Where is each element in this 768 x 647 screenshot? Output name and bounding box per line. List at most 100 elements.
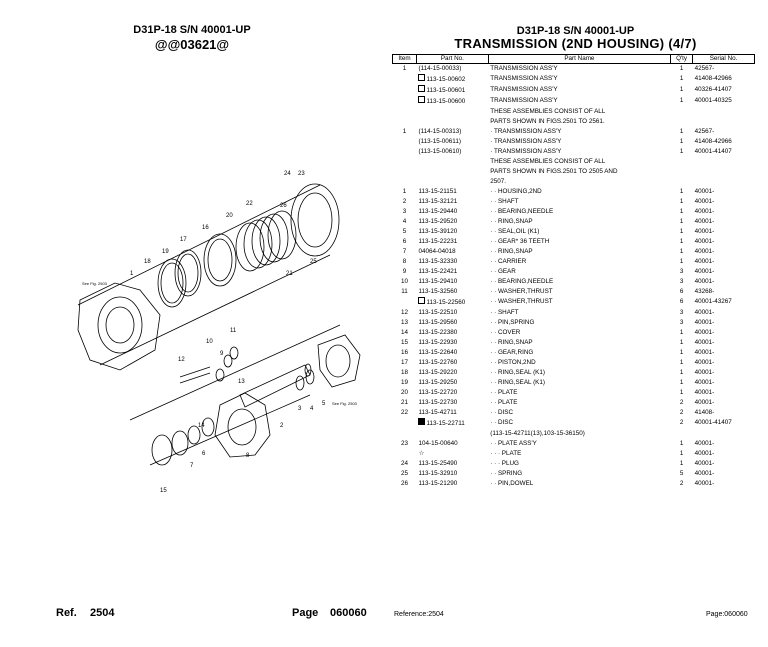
part-name-cell: 2507. bbox=[488, 177, 670, 187]
callout-17: 17 bbox=[180, 237, 187, 243]
serial-number-cell-text: 40001- bbox=[694, 268, 715, 275]
part-number-cell: 113-15-32121 bbox=[416, 197, 488, 207]
part-name-cell-text: · · WASHER,THRUST bbox=[490, 288, 553, 295]
part-number-cell: 113-15-32560 bbox=[416, 287, 488, 297]
quantity-cell: 3 bbox=[671, 318, 693, 328]
square-mark-icon bbox=[418, 85, 426, 92]
section-title: TRANSMISSION (2ND HOUSING) (4/7) bbox=[454, 36, 697, 51]
item-cell: 1 bbox=[393, 187, 417, 197]
quantity-cell bbox=[671, 177, 693, 187]
part-name-cell-text: TRANSMISSION ASS'Y bbox=[490, 65, 558, 72]
part-number-cell: (114-15-00313) bbox=[416, 127, 488, 137]
serial-number-cell: 40001- bbox=[693, 388, 755, 398]
item-cell: 8 bbox=[393, 257, 417, 267]
part-number-cell-text: 113-15-25490 bbox=[418, 460, 458, 467]
part-number-cell-text: 113-15-21151 bbox=[418, 188, 457, 195]
part-number-cell-text: 113-15-22711 bbox=[426, 420, 465, 427]
quantity-cell: 1 bbox=[671, 378, 693, 388]
serial-number-cell: 40001- bbox=[693, 247, 755, 257]
quantity-cell: 1 bbox=[671, 328, 693, 338]
part-name-cell-text: · · RING,SEAL (K1) bbox=[490, 379, 545, 386]
housing-drawing bbox=[77, 282, 161, 371]
quantity-cell: 1 bbox=[671, 197, 693, 207]
callout-8: 8 bbox=[246, 453, 250, 459]
quantity-cell-text: 1 bbox=[679, 228, 684, 235]
serial-number-cell-text: 43268- bbox=[694, 288, 715, 295]
quantity-cell-text: 6 bbox=[679, 288, 684, 295]
quantity-cell: 1 bbox=[671, 439, 693, 449]
serial-number-cell-text: 40001- bbox=[694, 339, 715, 346]
part-number-cell-text: 113-15-29410 bbox=[418, 278, 458, 285]
item-cell: 5 bbox=[393, 227, 417, 237]
part-number-cell-text: 113-15-32330 bbox=[418, 258, 458, 265]
serial-number-cell: 40001- bbox=[693, 358, 755, 368]
serial-number-cell: 40001- bbox=[693, 439, 755, 449]
quantity-cell-text: 1 bbox=[679, 198, 684, 205]
serial-number-cell-text: 40001-43267 bbox=[694, 298, 732, 305]
part-number-cell-text: (114-15-00313) bbox=[418, 128, 462, 135]
table-row: 2507. bbox=[393, 177, 755, 187]
item-cell: 14 bbox=[393, 328, 417, 338]
footer-ref-value: 2504 bbox=[90, 607, 115, 619]
item-cell-text: 16 bbox=[400, 349, 408, 356]
part-name-cell-text: (113-15-42711(13),103-15-36150) bbox=[490, 430, 585, 437]
quantity-cell-text: 1 bbox=[679, 65, 684, 72]
part-name-cell: TRANSMISSION ASS'Y bbox=[488, 64, 670, 75]
part-name-cell-text: · · COVER bbox=[490, 329, 521, 336]
callout-5: 5 bbox=[322, 401, 326, 407]
serial-number-cell: 40001- bbox=[693, 378, 755, 388]
quantity-cell: 5 bbox=[671, 469, 693, 479]
part-name-cell: PARTS SHOWN IN FIGS.2501 TO 2505 AND bbox=[488, 167, 670, 177]
quantity-cell: 3 bbox=[671, 308, 693, 318]
shaft-drawing bbox=[239, 364, 311, 408]
part-number-cell: 113-15-42711 bbox=[416, 408, 488, 418]
quantity-cell-text: 1 bbox=[679, 97, 684, 104]
part-name-cell-text: · · RING,SEAL (K1) bbox=[490, 369, 545, 376]
part-number-cell: 113-15-29440 bbox=[416, 207, 488, 217]
part-number-cell-text: 113-15-29220 bbox=[418, 369, 458, 376]
serial-number-cell: 42567- bbox=[693, 127, 755, 137]
item-cell-text: 23 bbox=[400, 440, 408, 447]
part-name-cell: · · SHAFT bbox=[488, 308, 670, 318]
part-name-cell: · · PLATE bbox=[488, 398, 670, 408]
serial-number-cell: 40001- bbox=[693, 469, 755, 479]
item-cell bbox=[393, 96, 417, 107]
part-name-cell-text: THESE ASSEMBLIES CONSIST OF ALL bbox=[490, 108, 606, 115]
table-row: (113-15-42711(13),103-15-36150) bbox=[393, 429, 755, 439]
quantity-cell-text: 1 bbox=[679, 359, 684, 366]
quantity-cell-text: 2 bbox=[679, 399, 684, 406]
part-name-cell-text: · · PISTON,2ND bbox=[490, 359, 536, 366]
part-number-cell: 04064-04018 bbox=[416, 247, 488, 257]
serial-number-cell-text: 40001- bbox=[694, 389, 715, 396]
table-row: PARTS SHOWN IN FIGS.2501 TO 2561. bbox=[393, 117, 755, 127]
serial-number-cell: 40001-40325 bbox=[693, 96, 755, 107]
serial-number-cell: 40001- bbox=[693, 217, 755, 227]
part-number-cell: 113-15-22231 bbox=[416, 237, 488, 247]
footer-page-label: Page bbox=[292, 607, 319, 619]
quantity-cell: 2 bbox=[671, 398, 693, 408]
part-name-cell-text: · · PIN,SPRING bbox=[490, 319, 535, 326]
quantity-cell: 1 bbox=[671, 227, 693, 237]
callout-3: 3 bbox=[298, 406, 302, 412]
part-number-cell: 113-15-22720 bbox=[416, 388, 488, 398]
serial-number-cell: 40001- bbox=[693, 187, 755, 197]
quantity-cell bbox=[671, 167, 693, 177]
item-cell: 23 bbox=[393, 439, 417, 449]
part-name-cell: · · BEARING,NEEDLE bbox=[488, 277, 670, 287]
reference-note-right: See Fig. 2503 bbox=[332, 401, 358, 406]
quantity-cell: 6 bbox=[671, 287, 693, 297]
item-cell bbox=[393, 85, 417, 96]
serial-number-cell: 40001- bbox=[693, 449, 755, 459]
footer-reference: Reference:2504 bbox=[394, 611, 444, 618]
serial-number-cell: 40001- bbox=[693, 459, 755, 469]
part-number-cell: 113-15-22380 bbox=[416, 328, 488, 338]
quantity-cell-text: 3 bbox=[679, 319, 684, 326]
part-name-cell-text: · · DISC bbox=[490, 419, 514, 426]
part-name-cell: · · RING,SNAP bbox=[488, 338, 670, 348]
